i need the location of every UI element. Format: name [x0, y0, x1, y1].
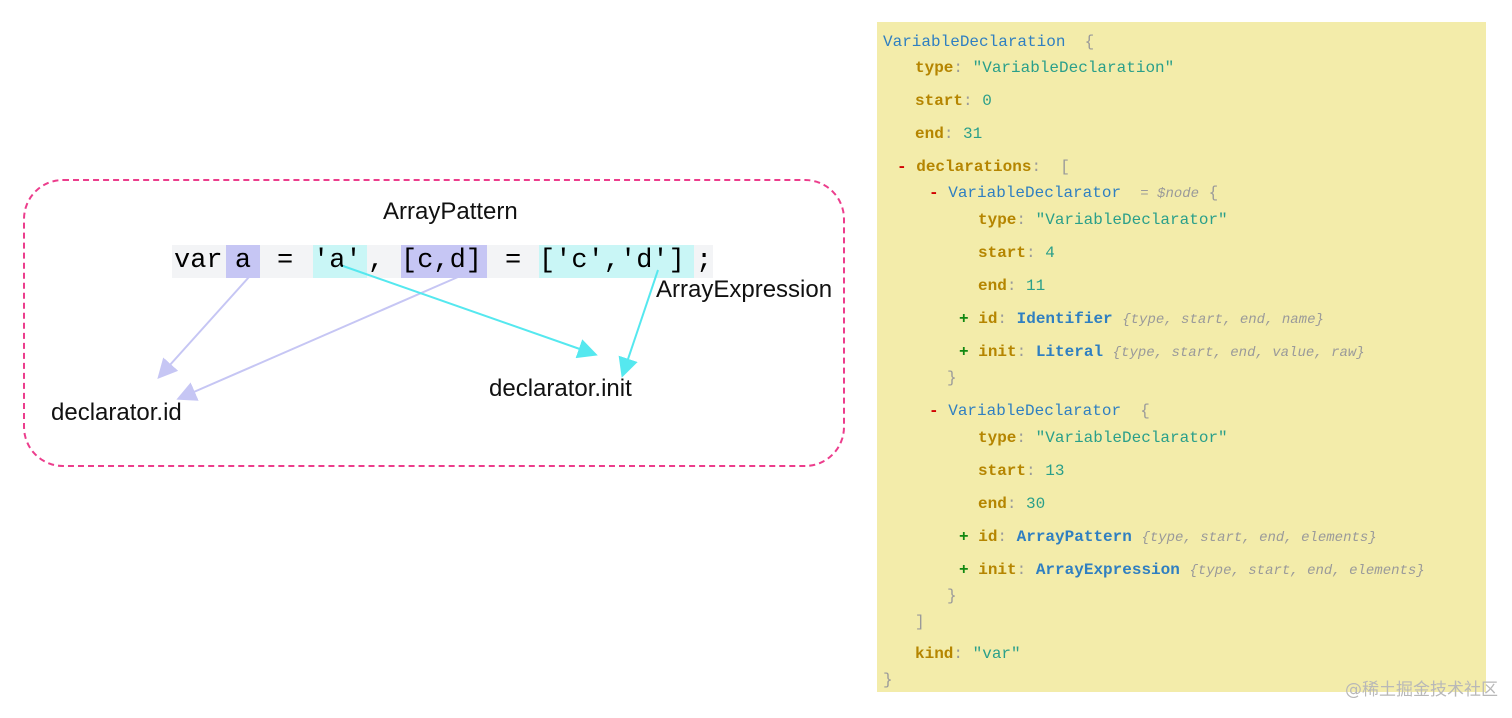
- ast-d2-close: }: [947, 587, 957, 605]
- collapse-icon: -: [929, 184, 939, 202]
- collapse-icon: -: [897, 158, 907, 176]
- code-array-pattern: [c,d]: [401, 245, 487, 278]
- code-keyword-var: var: [174, 246, 223, 276]
- declarator-id-label: declarator.id: [51, 399, 182, 426]
- collapse-icon: -: [929, 402, 939, 420]
- ast-d1-close: }: [947, 369, 957, 387]
- expand-icon: +: [959, 343, 969, 361]
- ast-d2-start: start: 13: [978, 462, 1065, 480]
- watermark: @稀土掘金技术社区: [1345, 680, 1498, 700]
- ast-declarations-close: ]: [915, 613, 925, 631]
- expand-icon: +: [959, 528, 969, 546]
- ast-root-node: VariableDeclaration {: [883, 33, 1095, 51]
- ast-declarations[interactable]: - declarations: [: [897, 158, 1070, 176]
- ast-d1-init[interactable]: + init: Literal {type, start, end, value…: [959, 343, 1365, 361]
- expand-icon: +: [959, 561, 969, 579]
- array-pattern-label: ArrayPattern: [383, 198, 518, 225]
- code-array-expression: ['c','d']: [539, 245, 694, 278]
- ast-root-end: end: 31: [915, 125, 983, 143]
- code-equals-2: =: [505, 246, 522, 276]
- ast-kind: kind: "var": [915, 645, 1021, 663]
- array-expression-label: ArrayExpression: [656, 276, 833, 303]
- ast-declarator-1[interactable]: - VariableDeclarator = $node {: [929, 184, 1219, 202]
- code-comma: ,: [368, 246, 385, 276]
- code-semicolon: ;: [696, 246, 713, 276]
- ast-root-start: start: 0: [915, 92, 992, 110]
- code-literal-a: 'a': [313, 245, 367, 278]
- expand-icon: +: [959, 310, 969, 328]
- ast-declarator-2[interactable]: - VariableDeclarator {: [929, 402, 1150, 420]
- declaration-boundary: [23, 179, 845, 467]
- ast-d1-start: start: 4: [978, 244, 1055, 262]
- ast-root-type: type: "VariableDeclaration": [915, 59, 1175, 77]
- ast-root-close: }: [883, 671, 893, 689]
- code-identifier-a: a: [226, 245, 260, 278]
- ast-mapping-diagram: ArrayPattern var a = 'a' , [c,d] = ['c',…: [23, 179, 845, 467]
- ast-d1-id[interactable]: + id: Identifier {type, start, end, name…: [959, 310, 1324, 328]
- ast-d2-init[interactable]: + init: ArrayExpression {type, start, en…: [959, 561, 1425, 579]
- source-code-line: var a = 'a' , [c,d] = ['c','d'] ;: [172, 245, 713, 278]
- code-equals-1: =: [277, 246, 294, 276]
- declarator-init-label: declarator.init: [489, 375, 632, 402]
- ast-d2-end: end: 30: [978, 495, 1046, 513]
- ast-d1-end: end: 11: [978, 277, 1046, 295]
- ast-d1-type: type: "VariableDeclarator": [978, 211, 1228, 229]
- ast-d2-type: type: "VariableDeclarator": [978, 429, 1228, 447]
- ast-d2-id[interactable]: + id: ArrayPattern {type, start, end, el…: [959, 528, 1377, 546]
- ast-tree-panel: VariableDeclaration { type: "VariableDec…: [877, 22, 1486, 692]
